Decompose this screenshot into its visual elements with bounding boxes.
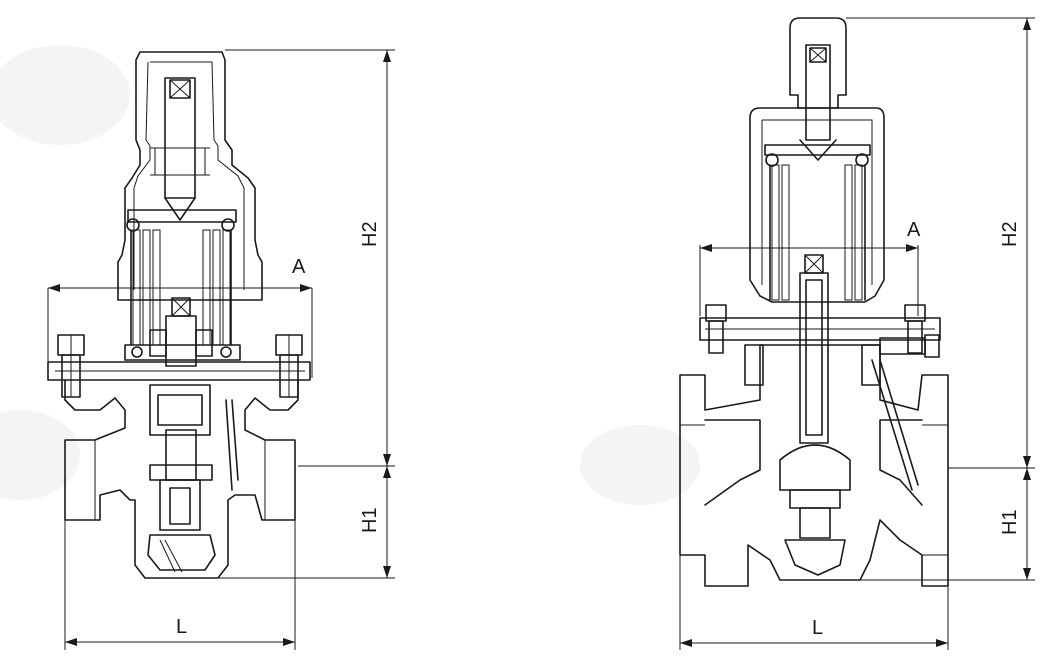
left-body bbox=[64, 379, 299, 579]
left-screw-head bbox=[169, 79, 191, 99]
right-dim-h1-label: H1 bbox=[999, 509, 1021, 535]
left-bonnet-cap bbox=[117, 51, 263, 301]
right-body bbox=[679, 344, 949, 587]
right-cap bbox=[789, 17, 847, 109]
right-bonnet bbox=[749, 107, 885, 303]
left-dim-l-label: L bbox=[176, 616, 187, 638]
left-dim-h1-label: H1 bbox=[359, 507, 381, 533]
left-adjusting-screw bbox=[164, 77, 196, 199]
right-dim-h2-label: H2 bbox=[999, 221, 1021, 247]
right-springs bbox=[769, 164, 866, 301]
watermark bbox=[0, 45, 700, 505]
left-dim-h2-label: H2 bbox=[359, 221, 381, 247]
right-valve: A H2 H1 L bbox=[679, 17, 1035, 650]
right-dim-a-label: A bbox=[907, 219, 921, 241]
left-dim-a-label: A bbox=[292, 256, 306, 278]
left-bolts bbox=[57, 334, 303, 398]
left-dimensions bbox=[47, 49, 395, 650]
left-valve: A H2 H1 L bbox=[47, 49, 395, 650]
right-diaphragm-flange bbox=[699, 317, 941, 341]
right-dimensions bbox=[679, 17, 1035, 650]
right-dim-l-label: L bbox=[812, 617, 823, 639]
